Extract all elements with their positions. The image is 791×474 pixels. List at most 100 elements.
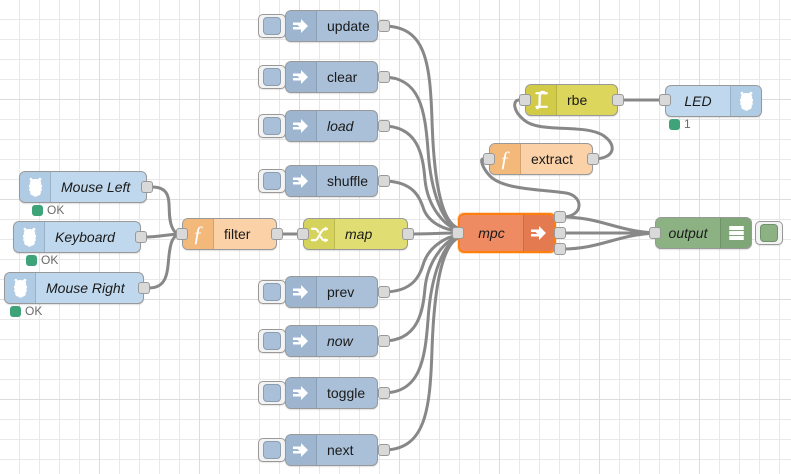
port-out-extract[interactable] (587, 153, 599, 165)
inject-knob-icon (263, 117, 281, 135)
inject-arrow-icon (286, 435, 317, 465)
inject-knob-icon (263, 332, 281, 350)
node-map[interactable]: map (303, 218, 408, 250)
port-in-output[interactable] (649, 227, 661, 239)
inject-knob-icon (263, 441, 281, 459)
node-filter[interactable]: ƒ filter (182, 218, 277, 250)
node-label: next (327, 442, 354, 458)
node-mouse-right[interactable]: Mouse Right (4, 272, 144, 304)
inject-knob-icon (263, 172, 281, 190)
inject-knob-icon (263, 384, 281, 402)
inject-button-next[interactable] (258, 438, 286, 462)
port-in-filter[interactable] (176, 228, 188, 240)
wire-now-mpc (381, 234, 460, 343)
wire-mouse-right-filter (147, 232, 184, 290)
node-label: clear (327, 69, 358, 85)
status-led: 1 (669, 117, 691, 131)
port-out-mpc-1[interactable] (554, 227, 566, 239)
inject-arrow-icon (286, 11, 317, 41)
status-text: 1 (684, 117, 691, 131)
node-output[interactable]: output (655, 217, 752, 249)
node-update[interactable]: update (285, 10, 378, 42)
node-label: extract (531, 151, 574, 167)
port-in-map[interactable] (297, 228, 309, 240)
node-extract[interactable]: ƒ extract (489, 143, 593, 175)
status-dot (26, 254, 37, 266)
wire-mouse-left-filter (150, 185, 184, 236)
status-text: OK (47, 203, 65, 217)
node-prev[interactable]: prev (285, 276, 378, 308)
status-dot (669, 118, 680, 130)
status-text: OK (25, 304, 43, 318)
port-out-clear[interactable] (378, 71, 390, 83)
inject-button-load[interactable] (258, 114, 286, 138)
rbe-step-icon (526, 85, 557, 115)
port-out-mouse-left[interactable] (141, 181, 153, 193)
status-mouse-right: OK (10, 304, 42, 318)
node-label: Mouse Right (46, 280, 125, 296)
status-dot (10, 305, 21, 317)
node-label: now (327, 333, 353, 349)
raspberry-pi-icon (20, 172, 51, 202)
port-out-mpc-2[interactable] (554, 243, 566, 255)
node-now[interactable]: now (285, 325, 378, 357)
port-out-now[interactable] (378, 335, 390, 347)
wire-update-mpc (381, 24, 460, 230)
wire-clear-mpc (381, 75, 460, 231)
port-out-next[interactable] (378, 444, 390, 456)
status-mouse-left: OK (32, 203, 64, 217)
node-mouse-left[interactable]: Mouse Left (19, 171, 147, 203)
node-label: LED (684, 93, 712, 109)
port-out-mouse-right[interactable] (138, 282, 150, 294)
node-label: output (668, 225, 708, 241)
inject-button-toggle[interactable] (258, 381, 286, 405)
port-in-led[interactable] (659, 94, 671, 106)
port-out-rbe[interactable] (612, 94, 624, 106)
function-glyph: ƒ (192, 221, 204, 246)
port-out-mpc-0[interactable] (554, 211, 566, 223)
raspberry-pi-icon (5, 273, 36, 303)
node-clear[interactable]: clear (285, 61, 378, 93)
wire-next-mpc (381, 236, 460, 452)
node-led[interactable]: LED (665, 85, 762, 117)
node-shuffle[interactable]: shuffle (285, 165, 378, 197)
debug-knob-icon (760, 224, 778, 242)
port-out-map[interactable] (402, 228, 414, 240)
inject-button-clear[interactable] (258, 65, 286, 89)
node-next[interactable]: next (285, 434, 378, 466)
inject-button-now[interactable] (258, 329, 286, 353)
port-in-rbe[interactable] (519, 94, 531, 106)
node-load[interactable]: load (285, 110, 378, 142)
node-mpc[interactable]: mpc (458, 213, 556, 253)
port-out-load[interactable] (378, 120, 390, 132)
node-keyboard[interactable]: Keyboard (13, 221, 141, 253)
function-f-icon: ƒ (183, 219, 214, 249)
port-in-extract[interactable] (483, 153, 495, 165)
inject-button-prev[interactable] (258, 280, 286, 304)
port-out-prev[interactable] (378, 286, 390, 298)
port-out-shuffle[interactable] (378, 175, 390, 187)
debug-lines-glyph (728, 225, 744, 241)
inject-arrow-icon (286, 326, 317, 356)
node-label: rbe (567, 92, 588, 108)
port-in-mpc[interactable] (452, 227, 464, 239)
inject-button-shuffle[interactable] (258, 169, 286, 193)
port-out-filter[interactable] (271, 228, 283, 240)
inject-knob-icon (263, 283, 281, 301)
node-rbe[interactable]: rbe (525, 84, 618, 116)
inject-arrow-icon (286, 378, 317, 408)
port-out-update[interactable] (378, 20, 390, 32)
inject-arrow-icon (286, 111, 317, 141)
status-keyboard: OK (26, 253, 58, 267)
switch-icon (304, 219, 335, 249)
node-label: filter (224, 226, 251, 242)
debug-lines-icon (720, 218, 751, 248)
inject-button-update[interactable] (258, 14, 286, 38)
status-dot (32, 204, 43, 216)
debug-toggle-button[interactable] (755, 221, 783, 245)
node-toggle[interactable]: toggle (285, 377, 378, 409)
port-out-keyboard[interactable] (135, 231, 147, 243)
node-label: mpc (478, 225, 505, 241)
port-out-toggle[interactable] (378, 387, 390, 399)
